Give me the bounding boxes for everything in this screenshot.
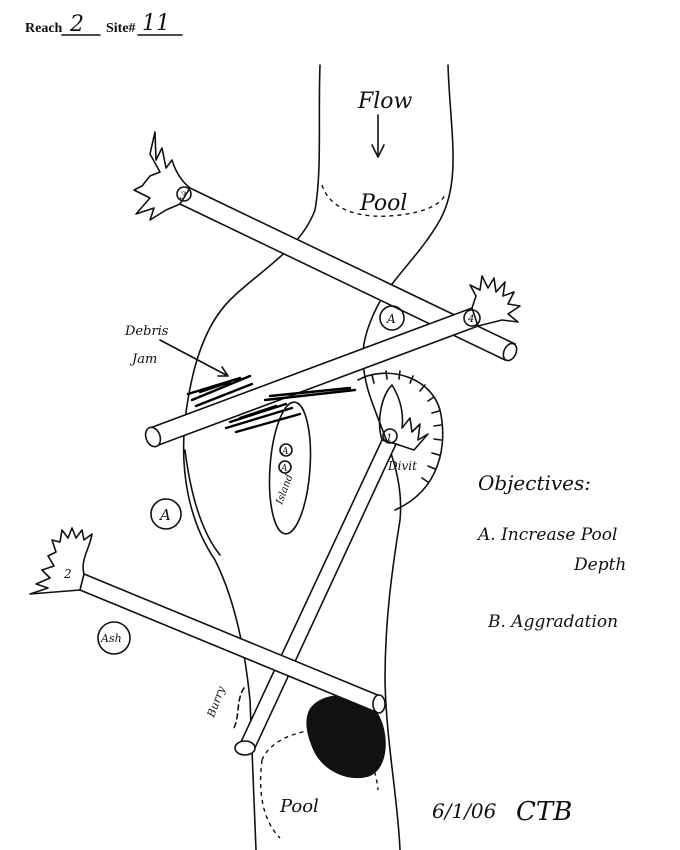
log-4-marker xyxy=(463,309,481,327)
log-3-label: 3 xyxy=(180,191,186,202)
flow-label: Flow xyxy=(357,89,413,114)
circle-a-right xyxy=(379,305,405,331)
island-circle-a2-label: A xyxy=(280,464,288,474)
divit-label: Divit xyxy=(387,459,417,473)
objective-a-line1: A. Increase Pool xyxy=(476,525,617,545)
debris-jam-scribbles xyxy=(186,374,357,434)
reach-value: 2 xyxy=(69,12,84,37)
log-3-marker xyxy=(176,186,192,202)
debris-jam-arrow xyxy=(159,339,229,377)
reach-label: Reach xyxy=(25,21,63,36)
log-3-end xyxy=(502,342,518,362)
objective-a-line2: Depth xyxy=(573,555,626,575)
circle-a-left-label: A xyxy=(158,506,171,524)
island-circle-a1 xyxy=(279,443,293,457)
burry-mark xyxy=(233,687,245,729)
pool-bottom-label: Pool xyxy=(279,796,319,817)
objective-b: B. Aggradation xyxy=(487,612,618,632)
ash-circle xyxy=(97,621,131,655)
pool-top-outline xyxy=(321,184,446,217)
signature-date: 6/1/06 xyxy=(432,799,497,823)
log-1-end xyxy=(234,740,256,756)
log-2-label: 2 xyxy=(63,567,72,581)
divit-ticks xyxy=(371,370,442,483)
island-shape xyxy=(268,401,312,535)
stream-inner-bank xyxy=(184,449,221,556)
ash-label: Ash xyxy=(100,632,122,645)
divit-shape xyxy=(357,372,444,511)
log-4-label: 4 xyxy=(467,314,474,325)
log-4-rootwad xyxy=(469,275,521,327)
flow-arrow-head xyxy=(371,144,385,158)
site-value: 11 xyxy=(142,11,170,36)
burry-label: Burry xyxy=(204,684,228,720)
log-4 xyxy=(148,306,480,448)
debris-jam-label-2: Jam xyxy=(129,352,157,367)
debris-jam-label: Debris xyxy=(124,324,169,339)
log-3 xyxy=(178,186,517,362)
log-3-rootwad xyxy=(133,131,191,221)
objectives-title: Objectives: xyxy=(478,471,591,495)
pool-top-label: Pool xyxy=(359,191,407,216)
log-1-label: 1 xyxy=(386,433,392,444)
log-1-rootwad xyxy=(378,384,429,451)
island-circle-a1-label: A xyxy=(281,447,289,457)
log-2-rootwad xyxy=(29,527,93,595)
island-circle-a2 xyxy=(278,460,292,474)
signature-initials: CTB xyxy=(516,797,572,827)
site-label: Site# xyxy=(106,21,136,36)
log-2-end xyxy=(372,694,386,714)
circle-a-right-label: A xyxy=(386,312,396,326)
stream-right-bank xyxy=(362,64,454,850)
island-label: Island xyxy=(274,473,295,507)
log-4-end xyxy=(144,426,162,448)
log-1-marker xyxy=(382,428,398,444)
circle-a-left xyxy=(150,498,182,530)
